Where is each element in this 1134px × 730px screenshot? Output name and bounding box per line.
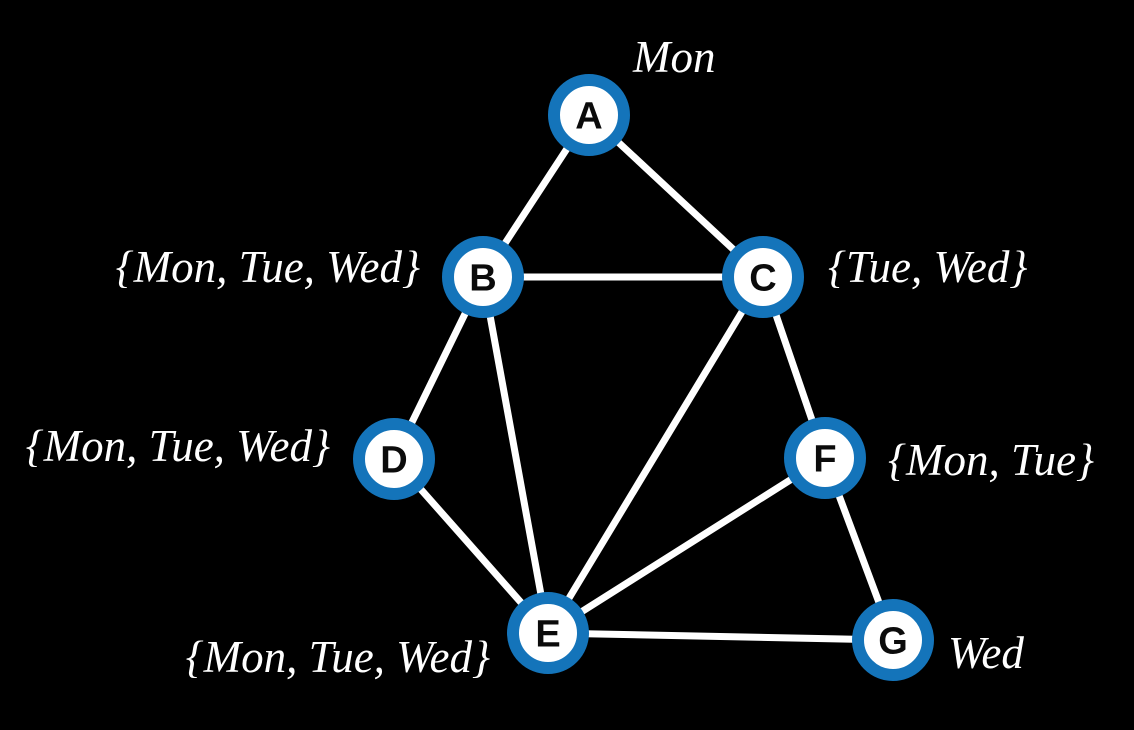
domain-label-A: Mon — [632, 32, 716, 82]
node-D: D — [353, 418, 435, 500]
domain-label-C: {Tue, Wed} — [828, 242, 1027, 292]
domain-label-G: Wed — [948, 628, 1024, 678]
domain-label-B: {Mon, Tue, Wed} — [116, 242, 420, 292]
node-A: A — [548, 74, 630, 156]
node-circle-C — [722, 236, 804, 318]
labels-layer: Mon {Mon, Tue, Wed} {Tue, Wed} {Mon, Tue, W… — [26, 32, 1094, 682]
node-letter-E: E — [535, 613, 560, 655]
node-B: B — [442, 236, 524, 318]
node-circle-E — [507, 592, 589, 674]
domain-label-F: {Mon, Tue} — [888, 435, 1094, 485]
edge-B-E — [479, 273, 552, 637]
node-letter-G: G — [878, 620, 908, 662]
node-letter-C: C — [749, 257, 776, 299]
edge-E-G — [544, 629, 897, 644]
node-circle-B — [442, 236, 524, 318]
node-letter-A: A — [575, 95, 602, 137]
edge-C-E — [544, 273, 767, 637]
domain-label-D: {Mon, Tue, Wed} — [26, 421, 330, 471]
edge-E-F — [544, 454, 829, 637]
node-F: F — [784, 417, 866, 499]
edges-layer — [390, 111, 897, 644]
node-circle-F — [784, 417, 866, 499]
node-C: C — [722, 236, 804, 318]
node-circle-G — [852, 599, 934, 681]
node-E: E — [507, 592, 589, 674]
domain-label-E: {Mon, Tue, Wed} — [186, 632, 490, 682]
node-circle-D — [353, 418, 435, 500]
nodes-layer: A B C D E F G — [353, 74, 934, 681]
node-letter-B: B — [469, 257, 496, 299]
node-circle-A — [548, 74, 630, 156]
node-letter-F: F — [813, 438, 836, 480]
node-G: G — [852, 599, 934, 681]
node-letter-D: D — [380, 439, 407, 481]
